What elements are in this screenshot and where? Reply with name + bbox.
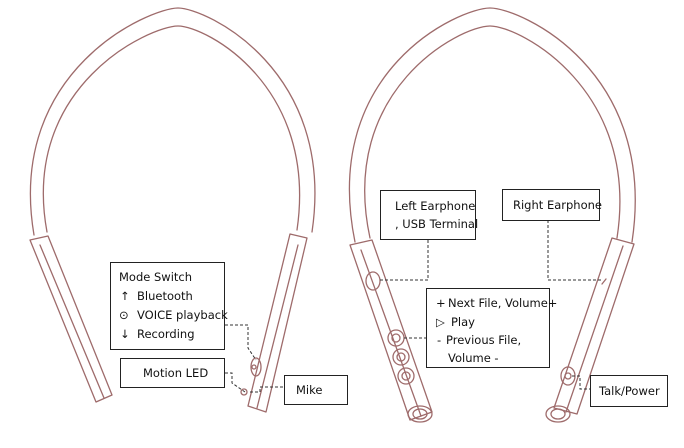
voice-playback-label: VOICE playback	[137, 308, 228, 322]
next-file-label: Next File, Volume+	[448, 296, 558, 310]
left-unit-b	[247, 233, 308, 413]
left-unit-a-inner	[39, 244, 105, 399]
leader-motion-led	[225, 372, 246, 393]
mode-switch-title: Mode Switch	[119, 270, 193, 284]
play-label: Play	[451, 315, 475, 329]
right-earphone-label: Right Earphone	[502, 189, 602, 221]
earbud-b	[545, 405, 571, 423]
left-earphone-line1: Left Earphone	[395, 199, 476, 213]
leader-right-earphone	[547, 220, 602, 281]
right-unit-a-inner	[360, 249, 422, 417]
left-earphone-label: Left Earphone , USB Terminal	[380, 190, 479, 240]
right-headband-outer	[348, 7, 636, 243]
led-window	[250, 357, 262, 377]
leader-talk-power	[572, 375, 590, 390]
right-unit-b	[553, 237, 635, 415]
button-plus	[387, 329, 405, 347]
minus-icon: -	[437, 333, 442, 347]
talk-power-label: Talk/Power	[590, 375, 668, 407]
mike-label: Mike	[284, 375, 348, 405]
motion-led-label: Motion LED	[120, 358, 225, 388]
button-minus	[397, 367, 415, 385]
right-headband-inner	[364, 25, 621, 239]
mike-hole	[240, 388, 248, 396]
earbud-a	[407, 405, 433, 423]
left-unit-a	[29, 235, 113, 403]
buttons-label: + Next File, Volume+ ▷ Play - Previous F…	[426, 288, 557, 368]
right-unit-a	[349, 239, 433, 421]
usb-port	[365, 271, 381, 291]
button-play	[392, 348, 410, 366]
previous-file-label: Previous File,	[446, 333, 522, 347]
right-unit-b-inner	[565, 245, 624, 413]
leader-left-earphone	[380, 240, 429, 281]
bluetooth-arrow-icon: ↑	[120, 289, 130, 303]
left-unit-b-inner	[256, 244, 299, 409]
left-headband-outer	[29, 7, 316, 236]
bluetooth-label: Bluetooth	[137, 289, 193, 303]
usb-terminal-line2: , USB Terminal	[395, 217, 479, 231]
leader-mode-switch	[225, 324, 257, 361]
recording-label: Recording	[137, 327, 195, 341]
voice-circle-icon: ⊙	[119, 308, 129, 322]
recording-arrow-icon: ↓	[120, 327, 130, 341]
leader-mike	[250, 386, 284, 393]
left-headband-inner	[42, 25, 301, 233]
volume-minus-label: Volume -	[448, 351, 499, 365]
plus-icon: +	[436, 296, 446, 310]
play-icon: ▷	[436, 315, 445, 329]
mode-switch-label: Mode Switch ↑ Bluetooth ⊙ VOICE playback…	[110, 262, 228, 350]
